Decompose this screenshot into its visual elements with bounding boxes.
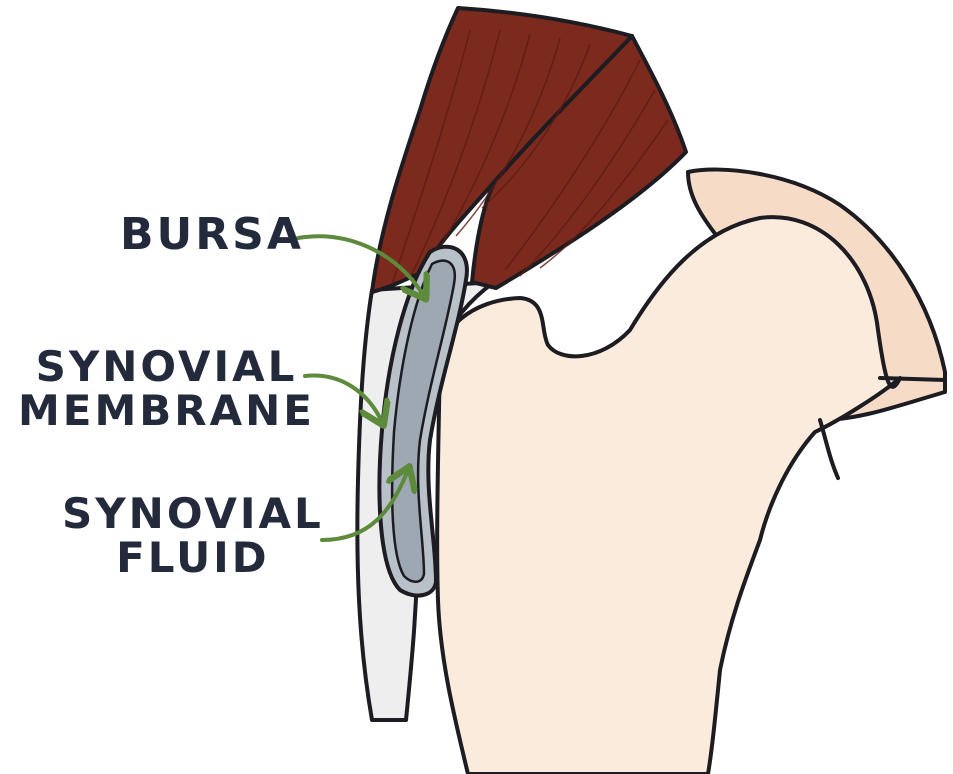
label-bursa-text: BURSA bbox=[120, 209, 304, 260]
bursa-arrow bbox=[296, 234, 424, 296]
bone bbox=[435, 167, 947, 774]
bursa bbox=[377, 244, 469, 598]
bone-shaft bbox=[435, 215, 902, 774]
label-synovial-membrane-line-2: MEMBRANE bbox=[18, 386, 315, 436]
label-bursa: BURSA bbox=[120, 209, 304, 260]
label-synovial-fluid-line-1: SYNOVIAL bbox=[62, 489, 324, 538]
synovial-fluid-arrow bbox=[320, 470, 408, 542]
label-synovial-membrane: SYNOVIAL MEMBRANE bbox=[18, 342, 315, 436]
label-synovial-fluid-line-2: FLUID bbox=[116, 533, 270, 583]
label-synovial-membrane-line-1: SYNOVIAL bbox=[35, 342, 298, 391]
synovial-membrane-arrow bbox=[303, 373, 382, 422]
label-synovial-fluid: SYNOVIAL FLUID bbox=[62, 489, 324, 583]
bursa-synovial-fluid bbox=[390, 259, 457, 583]
label-arrows bbox=[296, 234, 424, 542]
muscle-fibers bbox=[391, 29, 669, 285]
muscle bbox=[370, 6, 688, 294]
bone-back-edge bbox=[818, 418, 840, 480]
bone-ridge bbox=[878, 376, 947, 382]
